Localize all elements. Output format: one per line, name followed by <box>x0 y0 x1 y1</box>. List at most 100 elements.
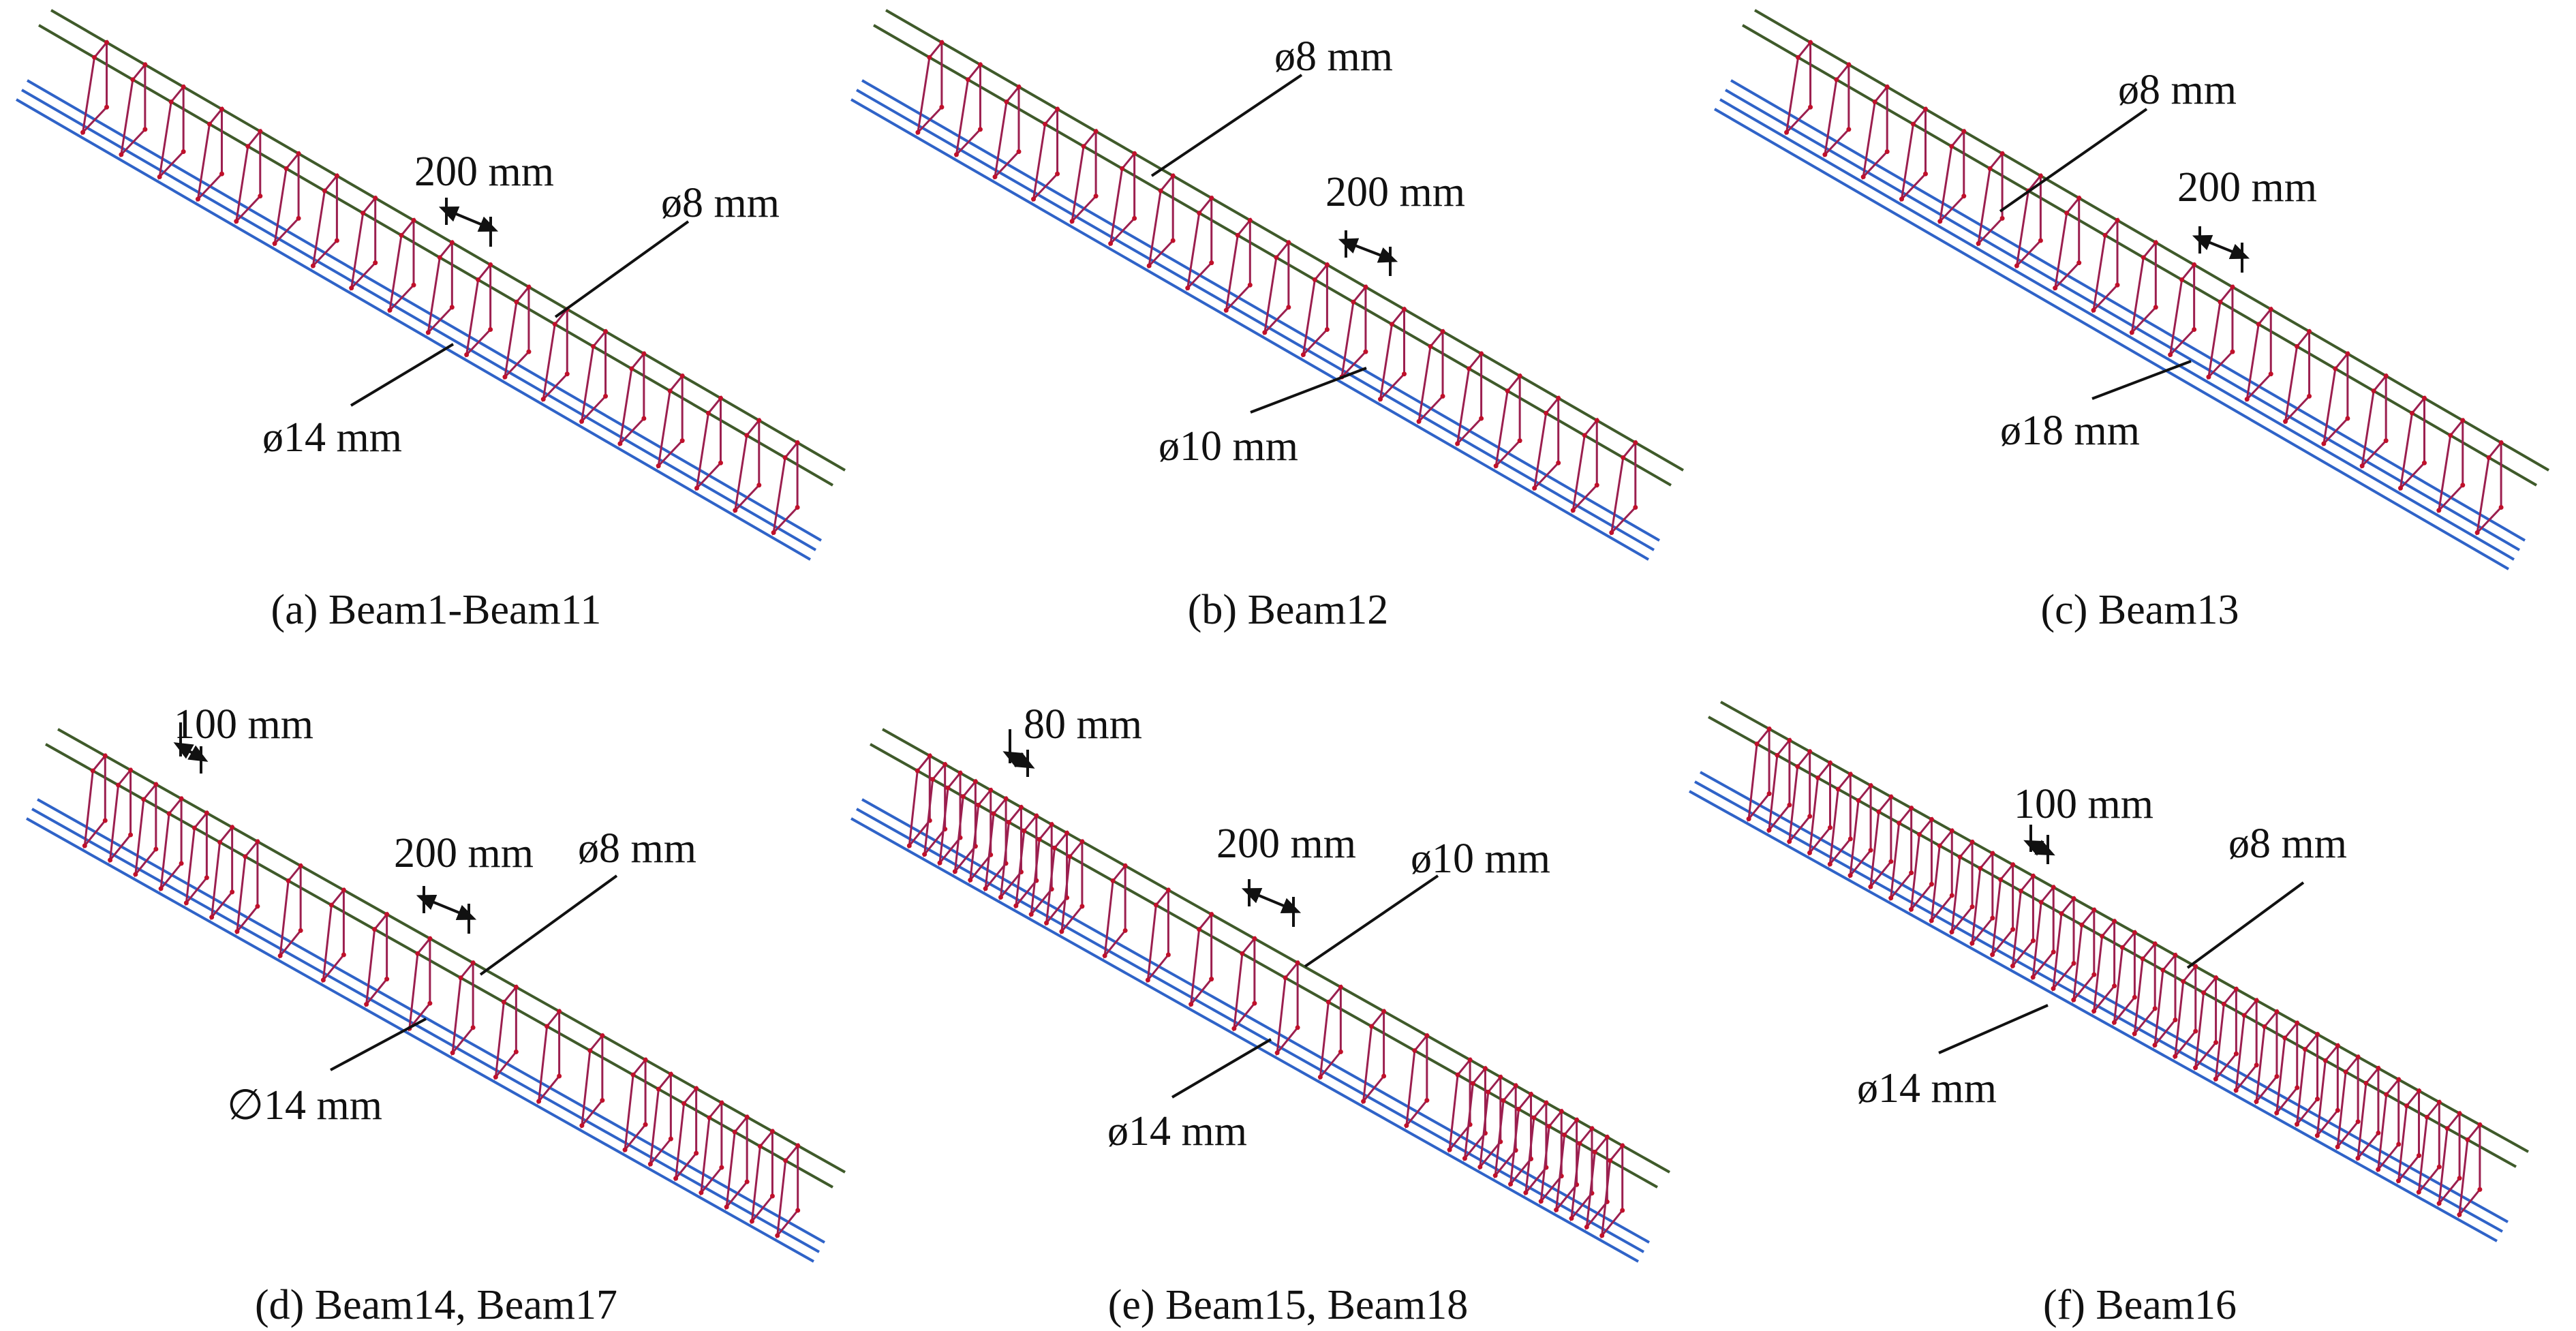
bar-node <box>2396 1178 2402 1184</box>
bar-node <box>2460 418 2466 423</box>
bar-node <box>1189 1002 1194 1007</box>
bar-node <box>2274 1110 2280 1116</box>
bar-node <box>2444 1126 2450 1131</box>
bar-node <box>1402 371 1407 377</box>
bar-node <box>2355 1119 2361 1125</box>
bar-node <box>757 1144 763 1149</box>
bar-node <box>953 152 959 157</box>
bar-node <box>1929 918 1934 923</box>
bar-node <box>243 854 248 859</box>
bar-node <box>1599 1233 1605 1238</box>
bar-node <box>102 753 108 759</box>
bar-node <box>1283 975 1288 981</box>
stirrup-leader-line <box>1150 74 1303 177</box>
bar-node <box>1016 149 1022 154</box>
bar-node <box>1122 928 1128 933</box>
bar-node <box>2010 862 2016 868</box>
bar-node <box>1081 144 1086 149</box>
bar-node <box>942 762 948 767</box>
stirrup-leader-line <box>2186 881 2305 969</box>
bar-node <box>1317 1074 1323 1080</box>
bar-node <box>1185 286 1191 291</box>
bar-node <box>204 875 209 881</box>
bar-node <box>1498 1074 1503 1080</box>
bar-node <box>2233 1088 2239 1093</box>
bar-node <box>2254 1062 2259 1068</box>
bar-diameter-label: ø14 mm <box>1107 1108 1247 1154</box>
bar-node <box>976 802 981 808</box>
bar-node <box>128 832 134 838</box>
bar-node <box>2307 393 2312 399</box>
bar-node <box>1957 855 1963 860</box>
bar-node <box>972 779 978 784</box>
bar-node <box>2153 305 2158 310</box>
bar-node <box>699 1190 704 1195</box>
bar-node <box>92 55 97 60</box>
bar-node <box>960 794 966 799</box>
bar-node <box>2091 972 2097 977</box>
bar-node <box>1909 806 1914 811</box>
spacing-dimension-c: 200 mm <box>2177 164 2317 273</box>
bar-node <box>2457 1176 2462 1181</box>
bar-node <box>988 787 994 793</box>
bar-node <box>1052 845 1058 851</box>
bar-node <box>945 785 951 791</box>
bar-node <box>1209 977 1214 982</box>
bar-node <box>2051 885 2056 890</box>
bar-node <box>2376 1065 2381 1071</box>
bar-node <box>1455 1072 1460 1077</box>
bar-node <box>1546 1124 1552 1129</box>
bar-node <box>1577 1141 1582 1146</box>
bar-node <box>2213 1076 2218 1082</box>
bar-node <box>2416 1189 2421 1195</box>
bar-node <box>1807 749 1813 754</box>
bar-node <box>2307 328 2312 334</box>
bar-node <box>1031 196 1037 202</box>
bar-node <box>2376 1130 2381 1135</box>
bar-node <box>1361 1099 1366 1104</box>
bar-node <box>965 77 970 82</box>
bar-node <box>1897 821 1902 826</box>
bar-node <box>1608 1158 1613 1163</box>
bar-node <box>1209 196 1214 201</box>
bar-node <box>2115 282 2120 288</box>
bar-node <box>1846 127 1852 132</box>
bar-node <box>102 818 108 823</box>
bar-node <box>2112 919 2117 924</box>
bar-node <box>656 1086 661 1092</box>
bar-node <box>744 1114 750 1120</box>
bar-node <box>286 878 291 883</box>
bottom-longitudinal-bar <box>861 79 1660 542</box>
bar-node <box>1069 219 1075 224</box>
bar-node <box>2424 1114 2429 1120</box>
bar-node <box>2179 277 2185 282</box>
bar-node <box>2335 1043 2340 1048</box>
bar-node <box>1570 508 1576 513</box>
bar-node <box>2132 1031 2137 1037</box>
bar-node <box>1165 952 1171 958</box>
bar-node <box>937 860 942 866</box>
bar-node <box>1922 106 1928 112</box>
bar-node <box>2233 1051 2239 1056</box>
bar-node <box>1574 1117 1580 1122</box>
bar-node <box>1064 830 1070 836</box>
bar-leader-line <box>1250 367 1367 414</box>
bar-node <box>1766 726 1772 732</box>
bar-node <box>1369 1024 1375 1029</box>
bar-node <box>1961 129 1967 134</box>
bar-node <box>258 194 263 199</box>
bar-node <box>1508 1181 1514 1187</box>
bar-node <box>1990 851 1995 856</box>
bar-node <box>1969 940 1975 946</box>
bar-node <box>1937 219 1943 224</box>
bar-node <box>1390 322 1394 327</box>
bar-node <box>1324 262 1330 267</box>
bar-node <box>1908 906 1914 912</box>
bar-node <box>1295 1025 1300 1030</box>
bar-node <box>2335 1107 2340 1113</box>
bar-node <box>1888 794 1894 799</box>
bar-node <box>1381 1073 1387 1079</box>
bar-node <box>1787 737 1792 743</box>
bar-node <box>1325 999 1331 1005</box>
bar-node <box>283 166 289 171</box>
